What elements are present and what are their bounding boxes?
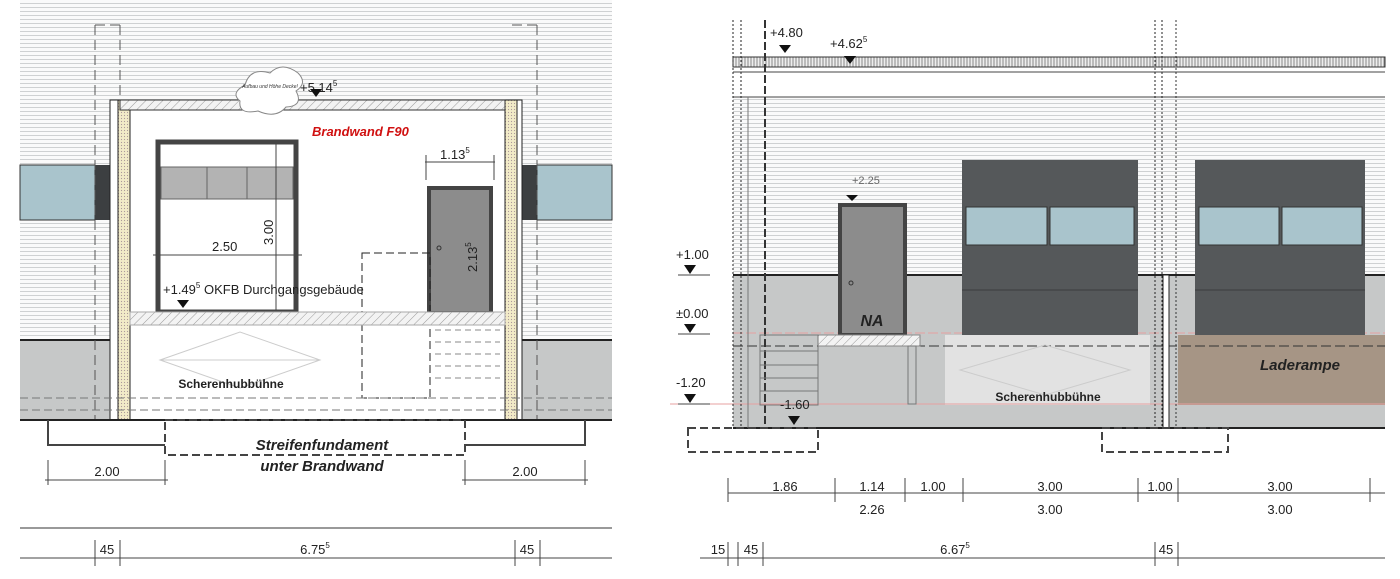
dim-label: 1.86 xyxy=(772,479,797,494)
dim-label: 15 xyxy=(711,542,725,557)
dimension-row-1: 2.00 2.00 xyxy=(45,460,588,485)
dim-label: 45 xyxy=(520,542,534,557)
roof-slab xyxy=(119,99,506,111)
dim-label: 6.755 xyxy=(300,541,330,557)
strip-foundation xyxy=(164,419,466,456)
lift-scissor xyxy=(158,331,322,389)
dim-label: 45 xyxy=(1159,542,1173,557)
base-wall-left xyxy=(20,340,120,420)
left-elevation: Aufbau und Höhe Decke! +5.145 Brandwand … xyxy=(19,0,613,566)
fire-wall-left xyxy=(109,99,119,421)
dim-label: 1.14 xyxy=(859,479,884,494)
dim-label: 45 xyxy=(100,542,114,557)
level-marker-icon xyxy=(177,300,189,308)
roof-edge xyxy=(732,56,1386,68)
foundation-label-2: unter Brandwand xyxy=(260,458,384,475)
dimension-row-2: 45 6.755 45 xyxy=(20,540,612,566)
revision-cloud xyxy=(235,66,303,115)
ramp-label: Laderampe xyxy=(1260,357,1340,374)
lift-label: Scherenhubbühne xyxy=(995,390,1101,404)
stairs xyxy=(759,334,819,406)
dim-label: 6.675 xyxy=(940,541,970,557)
level-markers: +1.00 ±0.00 -1.20 -1.60 xyxy=(676,247,810,425)
gate-1 xyxy=(962,160,1138,335)
dim-label: 2.26 xyxy=(859,502,884,517)
lift-label: Scherenhubbühne xyxy=(178,377,284,391)
foundation xyxy=(1101,427,1229,453)
level-marker-icon xyxy=(310,89,322,97)
platform xyxy=(817,334,921,347)
wall-label: Brandwand F90 xyxy=(312,124,410,139)
floor-slab xyxy=(129,311,506,326)
dim-label: 3.00 xyxy=(1037,502,1062,517)
dim-label: 3.00 xyxy=(1267,479,1292,494)
window-right xyxy=(536,164,613,221)
level-480: +4.80 xyxy=(770,25,803,40)
dimension-row-1: 1.86 1.14 1.00 3.00 1.00 3.00 2.26 3.00 … xyxy=(727,478,1385,517)
dimension-row-2: 15 45 6.675 45 xyxy=(700,541,1385,566)
window-left xyxy=(19,164,96,221)
loading-ramp xyxy=(1178,335,1385,405)
level-marker-icon xyxy=(846,195,858,201)
level-label: -1.60 xyxy=(780,397,810,412)
lift-pit xyxy=(945,335,1150,405)
door-width-dim: 1.135 xyxy=(440,146,470,162)
dim-label: 2.00 xyxy=(512,464,537,479)
gate-2 xyxy=(1195,160,1365,335)
door-height-dim: 2.135 xyxy=(464,242,480,272)
dim-label: 45 xyxy=(744,542,758,557)
foundation-left-right xyxy=(47,420,586,446)
foundation-label-1: Streifenfundament xyxy=(256,437,390,454)
level-462: +4.625 xyxy=(830,35,868,51)
dim-label: 1.00 xyxy=(1147,479,1172,494)
gate-height-dim: 3.00 xyxy=(261,220,276,245)
level-label: ±0.00 xyxy=(676,306,708,321)
door xyxy=(427,186,493,315)
dim-label: 3.00 xyxy=(1267,502,1292,517)
cloud-note: Aufbau und Höhe Decke! xyxy=(241,84,298,90)
level-label: +1.00 xyxy=(676,247,709,262)
gate-panels xyxy=(160,166,294,200)
door-label: NA xyxy=(860,313,883,330)
dim-label: 2.00 xyxy=(94,464,119,479)
floor-level: +1.495 OKFB Durchgangsgebäude xyxy=(163,281,364,297)
right-elevation: +4.80 +4.625 +2.25 NA Scherenhubbühne L xyxy=(670,20,1386,566)
level-marker-icon xyxy=(779,45,791,53)
door-level: +2.25 xyxy=(852,175,880,187)
lift-scissor xyxy=(958,344,1132,396)
gate-width-dim: 2.50 xyxy=(212,239,237,254)
level-top: +5.145 xyxy=(300,79,338,95)
foundation xyxy=(687,427,819,453)
fire-wall-right xyxy=(504,99,518,421)
base-wall-right xyxy=(515,340,612,420)
level-marker-icon xyxy=(844,56,856,64)
dim-label: 3.00 xyxy=(1037,479,1062,494)
dim-label: 1.00 xyxy=(920,479,945,494)
level-label: -1.20 xyxy=(676,375,706,390)
